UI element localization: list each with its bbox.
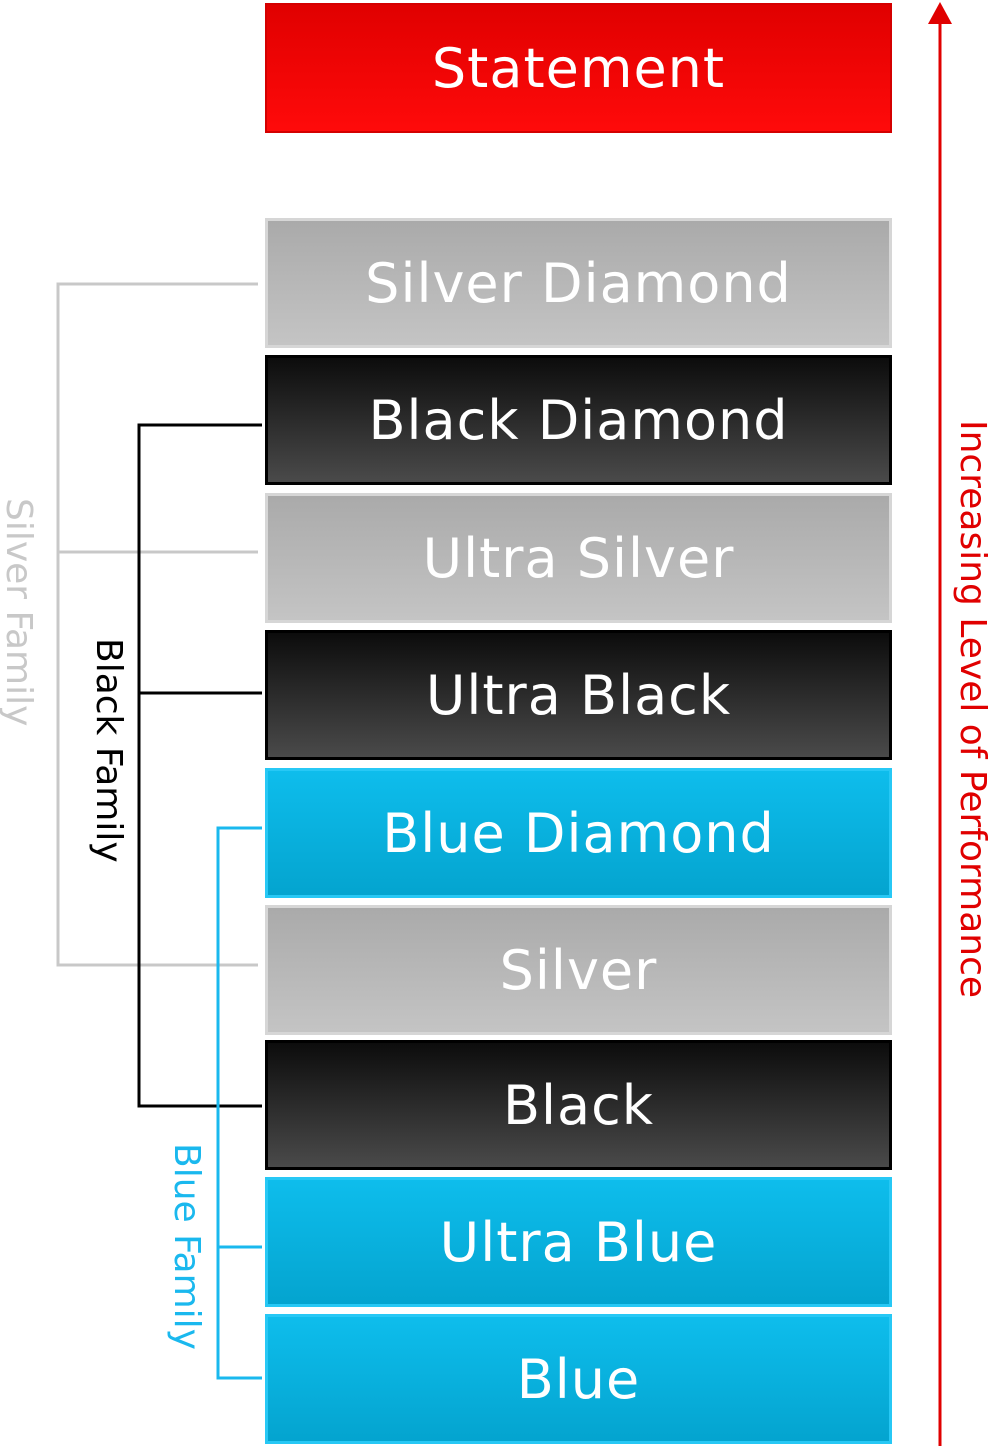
blue-family-bracket: [216, 826, 262, 1380]
blue-family-label: Blue Family: [166, 1143, 207, 1350]
black-family-label: Black Family: [88, 638, 129, 863]
tier-black-diamond: Black Diamond: [265, 355, 892, 485]
black-family-bracket: [137, 423, 262, 1108]
tier-blue-diamond: Blue Diamond: [265, 768, 892, 898]
tier-ultra-black: Ultra Black: [265, 630, 892, 760]
tier-silver: Silver: [265, 905, 892, 1035]
tier-black: Black: [265, 1040, 892, 1170]
tier-statement: Statement: [265, 3, 892, 133]
silver-family-label: Silver Family: [0, 498, 39, 727]
tier-ultra-silver: Ultra Silver: [265, 493, 892, 623]
tier-blue: Blue: [265, 1314, 892, 1444]
tier-silver-diamond: Silver Diamond: [265, 218, 892, 348]
tier-ultra-blue: Ultra Blue: [265, 1177, 892, 1307]
arrow-up-icon: [928, 2, 952, 24]
performance-arrow: [928, 2, 952, 1446]
performance-axis-label: Increasing Level of Performance: [952, 420, 993, 999]
silver-family-bracket: [56, 282, 258, 967]
